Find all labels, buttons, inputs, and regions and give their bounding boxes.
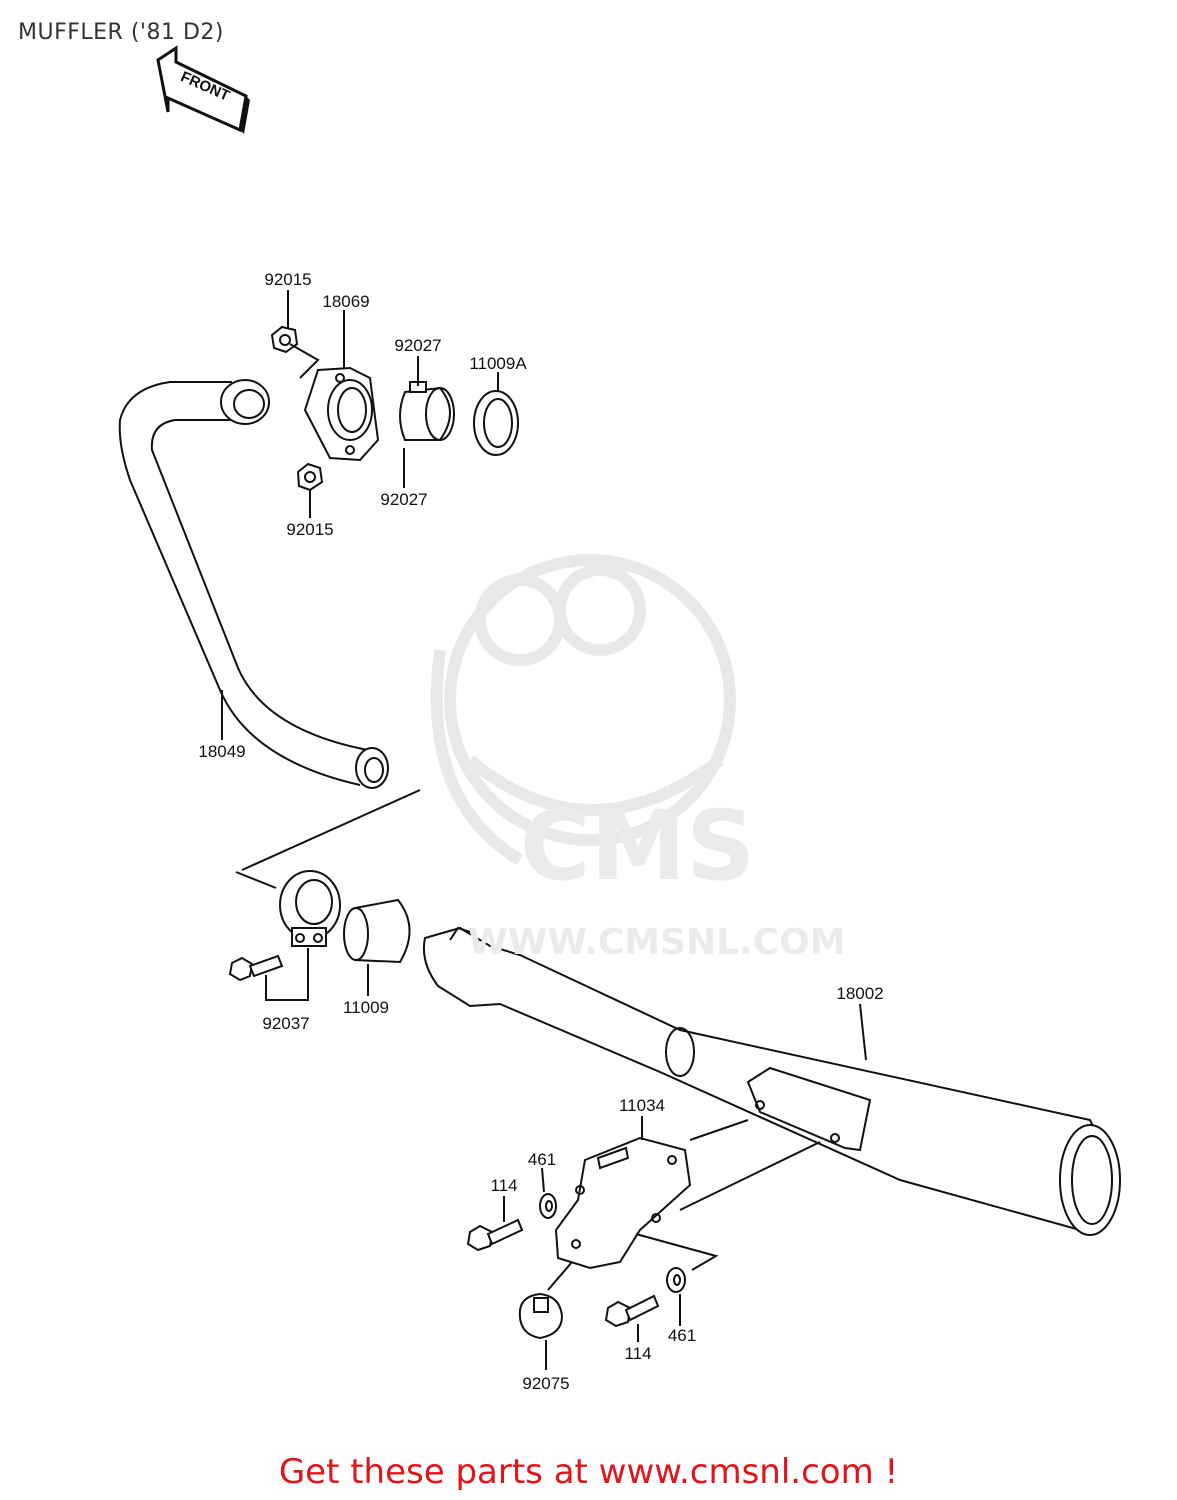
- header-pipe-18049: [118, 379, 389, 789]
- part-label-18002[interactable]: 18002: [836, 984, 884, 1003]
- part-label-461-right[interactable]: 461: [667, 1326, 697, 1345]
- part-label-92037[interactable]: 92037: [262, 1014, 310, 1033]
- damper-92075: [518, 1292, 564, 1340]
- bolt-114-left: [466, 1218, 524, 1252]
- part-label-18049[interactable]: 18049: [198, 742, 246, 761]
- part-label-92027-bottom[interactable]: 92027: [380, 490, 428, 509]
- part-label-11009[interactable]: 11009: [342, 998, 390, 1017]
- part-label-92015-top[interactable]: 92015: [264, 270, 312, 289]
- leader-92075: [545, 1261, 573, 1370]
- nut-92015-top: [270, 325, 299, 354]
- part-label-114-left[interactable]: 114: [490, 1176, 518, 1195]
- watermark-url-text: WWW.CMSNL.COM: [468, 922, 846, 963]
- bolt-114-right: [604, 1294, 660, 1328]
- part-label-461-left[interactable]: 461: [527, 1150, 557, 1169]
- leader-18002: [859, 1003, 867, 1061]
- assembly-line-2: [635, 1233, 719, 1271]
- part-label-11034[interactable]: 11034: [618, 1096, 666, 1115]
- assembly-line-1: [235, 789, 421, 889]
- watermark-logo-text: CMS: [520, 790, 756, 902]
- front-arrow: [156, 45, 250, 134]
- part-label-92015-bottom[interactable]: 92015: [286, 520, 334, 539]
- gasket-11009A: [473, 390, 519, 456]
- part-label-92075[interactable]: 92075: [522, 1374, 570, 1393]
- nut-92015-bottom: [296, 462, 324, 492]
- leader-92037: [265, 948, 309, 1001]
- bracket-11034: [554, 1136, 692, 1270]
- muffler-18002: [422, 926, 1121, 1236]
- washer-461-right: [666, 1267, 686, 1293]
- part-label-114-right[interactable]: 114: [624, 1344, 652, 1363]
- parts-drawing: [118, 290, 1121, 1370]
- part-label-92027-top[interactable]: 92027: [394, 336, 442, 355]
- assembly-lines-bracket: [679, 1119, 821, 1211]
- collar-92027: [399, 381, 455, 441]
- leader-92015-18069: [289, 343, 320, 379]
- part-label-18069[interactable]: 18069: [322, 292, 370, 311]
- page-title: MUFFLER ('81 D2): [18, 20, 224, 45]
- part-label-11009A[interactable]: 11009A: [469, 354, 527, 373]
- watermark-logo: [430, 554, 736, 866]
- leader-461-left: [541, 1167, 545, 1193]
- clamp: [279, 870, 341, 947]
- washer-461-left: [539, 1193, 557, 1219]
- flange-18069: [303, 366, 380, 462]
- gasket-11009: [343, 898, 411, 964]
- footer-shop-link[interactable]: Get these parts at www.cmsnl.com !: [278, 1452, 899, 1492]
- bolt-92037: [228, 954, 284, 982]
